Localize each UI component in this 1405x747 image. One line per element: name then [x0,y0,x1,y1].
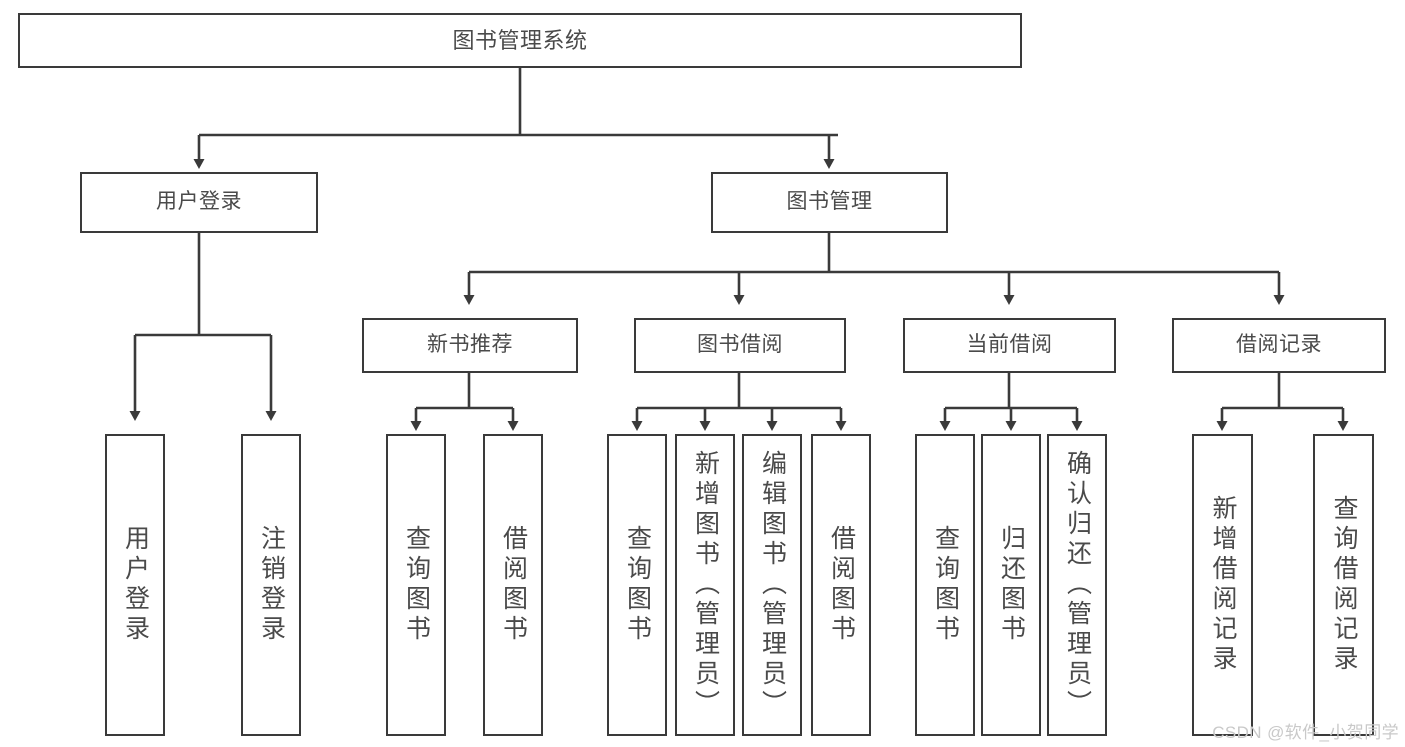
node-label: 用户登录 [156,190,242,214]
node-current-borrowing[interactable]: 当前借阅 [903,318,1116,373]
node-leaf-query-book-3[interactable]: 查询图书 [915,434,975,736]
node-label: 图书管理系统 [452,27,588,53]
node-book-borrowing[interactable]: 图书借阅 [634,318,846,373]
node-leaf-add-borrow-record[interactable]: 新增借阅记录 [1192,434,1253,736]
node-label: 查询图书 [402,525,431,645]
node-leaf-user-login[interactable]: 用户登录 [105,434,165,736]
node-label: 查询借阅记录 [1330,495,1358,675]
csdn-watermark: CSDN @软件_小贺同学 [1212,723,1399,742]
node-new-book-recommendation[interactable]: 新书推荐 [362,318,578,373]
node-label: 注销登录 [257,525,286,645]
node-leaf-logout[interactable]: 注销登录 [241,434,301,736]
node-borrowing-record[interactable]: 借阅记录 [1172,318,1386,373]
node-label: 查询图书 [623,525,652,645]
node-label: 确认归还（管理员） [1063,450,1092,720]
node-label: 新书推荐 [427,333,513,357]
node-leaf-query-borrow-record[interactable]: 查询借阅记录 [1313,434,1374,736]
node-label: 编辑图书（管理员） [758,450,787,720]
node-label: 用户登录 [121,525,150,645]
node-label: 归还图书 [997,525,1026,645]
node-label: 新增图书（管理员） [691,450,720,720]
node-label: 借阅图书 [827,525,856,645]
node-label: 借阅记录 [1236,333,1322,357]
node-leaf-return-book[interactable]: 归还图书 [981,434,1041,736]
node-label: 借阅图书 [499,525,528,645]
node-label: 查询图书 [931,525,960,645]
node-label: 图书管理 [786,190,873,214]
node-user-login[interactable]: 用户登录 [80,172,318,233]
node-leaf-confirm-return-admin[interactable]: 确认归还（管理员） [1047,434,1107,736]
node-leaf-query-book-2[interactable]: 查询图书 [607,434,667,736]
node-book-management[interactable]: 图书管理 [711,172,948,233]
node-leaf-add-book-admin[interactable]: 新增图书（管理员） [675,434,735,736]
node-label: 当前借阅 [966,333,1053,357]
node-root-book-management-system[interactable]: 图书管理系统 [18,13,1022,68]
node-label: 新增借阅记录 [1209,495,1237,675]
node-label: 图书借阅 [697,333,783,357]
node-leaf-query-book-1[interactable]: 查询图书 [386,434,446,736]
node-leaf-borrow-book-1[interactable]: 借阅图书 [483,434,543,736]
node-leaf-borrow-book-2[interactable]: 借阅图书 [811,434,871,736]
node-leaf-edit-book-admin[interactable]: 编辑图书（管理员） [742,434,802,736]
